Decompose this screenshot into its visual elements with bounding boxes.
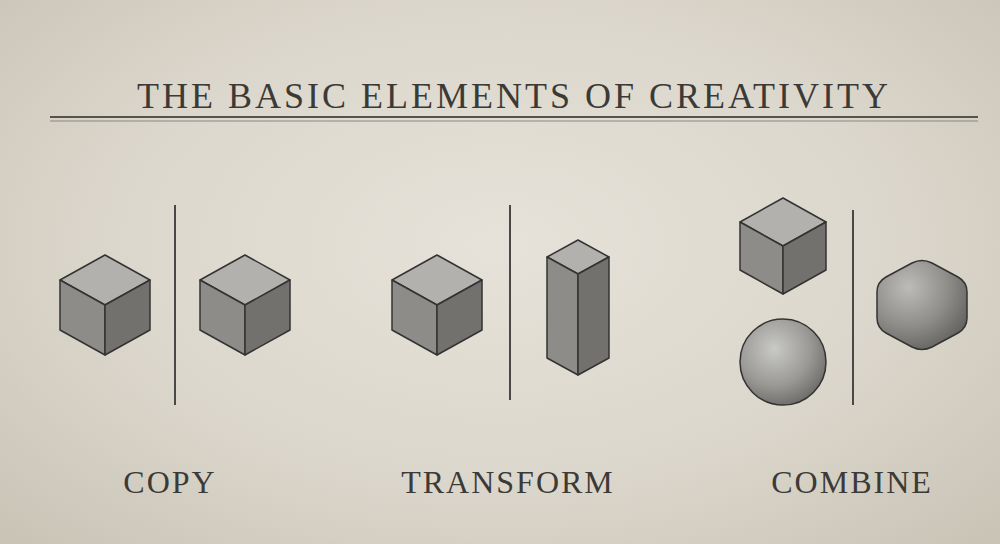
cube — [740, 198, 826, 294]
group-label: COMBINE — [771, 466, 933, 498]
title-rule — [50, 116, 978, 118]
rounded-cube — [877, 261, 967, 350]
divider — [852, 210, 854, 405]
group-label: COPY — [123, 466, 216, 498]
cube — [200, 255, 290, 355]
cube — [392, 255, 482, 355]
divider — [174, 205, 176, 405]
cube — [60, 255, 150, 355]
divider — [509, 205, 511, 400]
tall-prism — [547, 240, 609, 375]
title-rule-thin — [50, 121, 978, 122]
title: THE BASIC ELEMENTS OF CREATIVITY — [137, 78, 891, 114]
group-label: TRANSFORM — [401, 466, 615, 498]
sphere — [740, 319, 826, 405]
